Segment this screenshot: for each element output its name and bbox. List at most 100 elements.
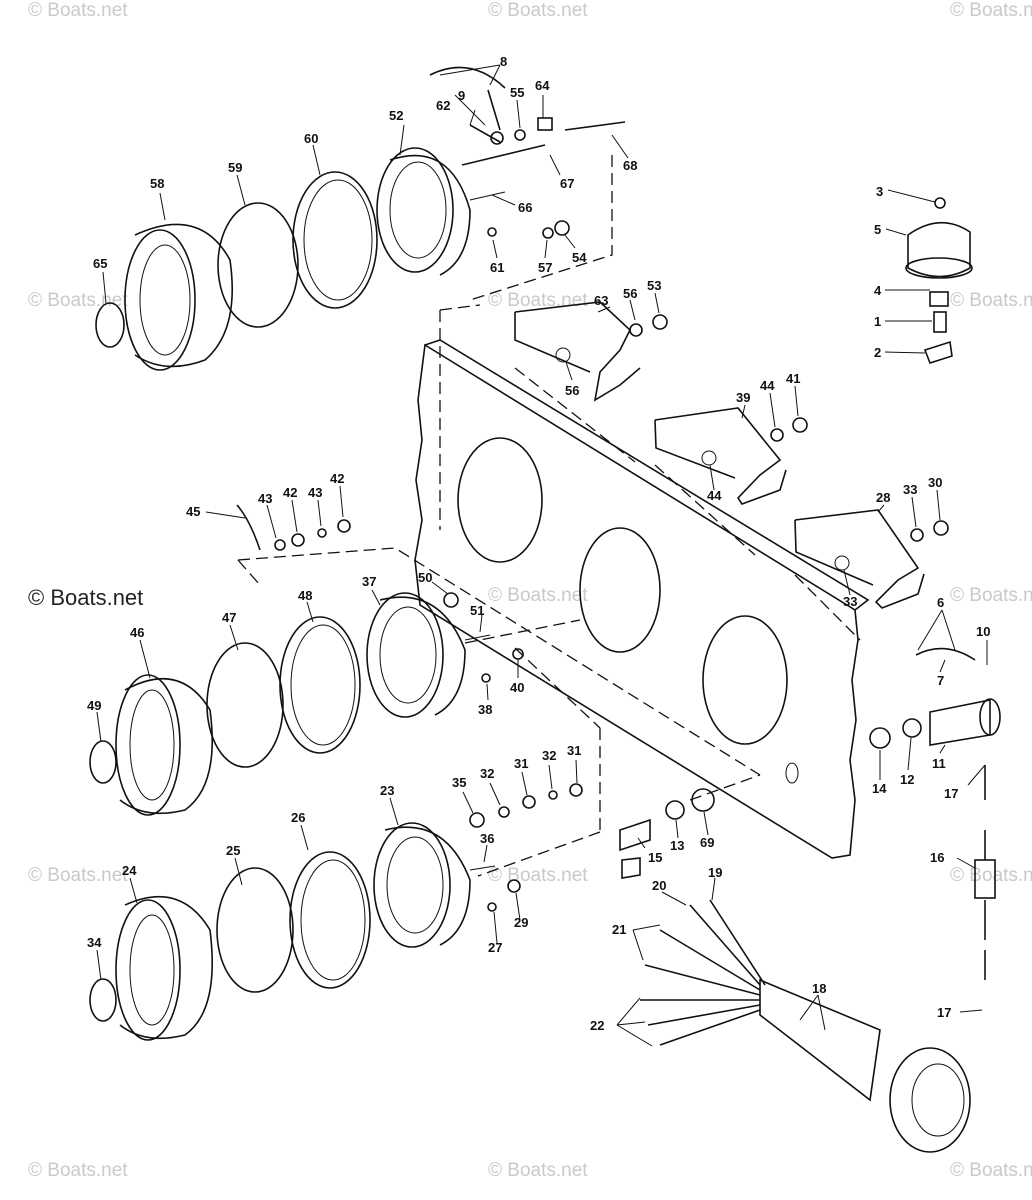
callout-36: 36: [480, 831, 494, 846]
callout-44: 44: [707, 488, 722, 503]
sender-assembly: [905, 197, 973, 364]
callout-22: 22: [590, 1018, 604, 1033]
callout-51: 51: [470, 603, 484, 618]
callout-63: 63: [594, 293, 608, 308]
callout-62: 62: [436, 98, 450, 113]
watermark: © Boats.net: [950, 865, 1032, 886]
callout-46: 46: [130, 625, 144, 640]
instrument-panel: [414, 339, 870, 859]
callout-56: 56: [565, 383, 579, 398]
callout-52: 52: [389, 108, 403, 123]
callout-35: 35: [452, 775, 466, 790]
callout-5: 5: [874, 222, 881, 237]
callout-49: 49: [87, 698, 101, 713]
callout-67: 67: [560, 176, 574, 191]
callout-33: 33: [843, 594, 857, 609]
callout-58: 58: [150, 176, 164, 191]
callout-32: 32: [542, 748, 556, 763]
callout-25: 25: [226, 843, 240, 858]
callout-6: 6: [937, 595, 944, 610]
callout-2: 2: [874, 345, 881, 360]
watermark: © Boats.net: [488, 585, 588, 606]
callout-19: 19: [708, 865, 722, 880]
watermark: © Boats.net: [950, 1160, 1032, 1181]
wire-leads: [236, 66, 976, 661]
callout-21: 21: [612, 922, 626, 937]
callout-61: 61: [490, 260, 504, 275]
gauge-assembly-middle: [89, 592, 491, 816]
callout-34: 34: [87, 935, 102, 950]
callout-1: 1: [874, 314, 881, 329]
callout-48: 48: [298, 588, 312, 603]
callout-47: 47: [222, 610, 236, 625]
watermark: © Boats.net: [488, 1160, 588, 1181]
mounting-bracket-39: [654, 407, 787, 505]
callout-41: 41: [786, 371, 800, 386]
callout-9: 9: [458, 88, 465, 103]
ignition-switch-and-harness: [619, 698, 1001, 1153]
assembly-outlines: [237, 155, 861, 877]
callout-39: 39: [736, 390, 750, 405]
callout-43: 43: [258, 491, 272, 506]
callout-42: 42: [283, 485, 297, 500]
callout-54: 54: [572, 250, 587, 265]
callout-44: 44: [760, 378, 775, 393]
watermark: © Boats.net: [950, 0, 1032, 21]
callout-14: 14: [872, 781, 887, 796]
callout-3: 3: [876, 184, 883, 199]
callout-55: 55: [510, 85, 524, 100]
callout-17: 17: [937, 1005, 951, 1020]
callout-56: 56: [623, 286, 637, 301]
callout-45: 45: [186, 504, 200, 519]
callout-31: 31: [514, 756, 528, 771]
watermark: © Boats.net: [950, 290, 1032, 311]
callout-43: 43: [308, 485, 322, 500]
watermark: © Boats.net: [28, 1160, 128, 1181]
watermark: © Boats.net: [28, 585, 144, 610]
callout-24: 24: [122, 863, 137, 878]
gauge-assembly-bottom: [89, 822, 496, 1041]
callout-53: 53: [647, 278, 661, 293]
watermark: © Boats.net: [488, 0, 588, 21]
callout-11: 11: [932, 756, 946, 771]
callout-31: 31: [567, 743, 581, 758]
callout-8: 8: [500, 54, 507, 69]
callout-labels: 8 9 62 55 64 52 60 59 58 68 67 66 61 57 …: [87, 54, 990, 1033]
callout-20: 20: [652, 878, 666, 893]
callout-59: 59: [228, 160, 242, 175]
mounting-bracket-28: [794, 509, 925, 609]
callout-15: 15: [648, 850, 662, 865]
callout-50: 50: [418, 570, 432, 585]
gauge-assembly-top: [95, 147, 506, 371]
callout-66: 66: [518, 200, 532, 215]
callout-37: 37: [362, 574, 376, 589]
mounting-bracket-63: [514, 301, 641, 402]
callout-29: 29: [514, 915, 528, 930]
callout-68: 68: [623, 158, 637, 173]
callout-33: 33: [903, 482, 917, 497]
leader-lines: [96, 64, 988, 1047]
callout-7: 7: [937, 673, 944, 688]
callout-26: 26: [291, 810, 305, 825]
callout-69: 69: [700, 835, 714, 850]
callout-64: 64: [535, 78, 550, 93]
watermark: © Boats.net: [28, 865, 128, 886]
callout-65: 65: [93, 256, 107, 271]
callout-30: 30: [928, 475, 942, 490]
callout-57: 57: [538, 260, 552, 275]
callout-10: 10: [976, 624, 990, 639]
callout-4: 4: [874, 283, 882, 298]
callout-32: 32: [480, 766, 494, 781]
callout-42: 42: [330, 471, 344, 486]
callout-13: 13: [670, 838, 684, 853]
callout-12: 12: [900, 772, 914, 787]
watermark: © Boats.net: [28, 0, 128, 21]
callout-27: 27: [488, 940, 502, 955]
callout-40: 40: [510, 680, 524, 695]
callout-28: 28: [876, 490, 890, 505]
callout-60: 60: [304, 131, 318, 146]
hardware-nuts: [274, 117, 949, 912]
callout-18: 18: [812, 981, 826, 996]
watermark: © Boats.net: [950, 585, 1032, 606]
